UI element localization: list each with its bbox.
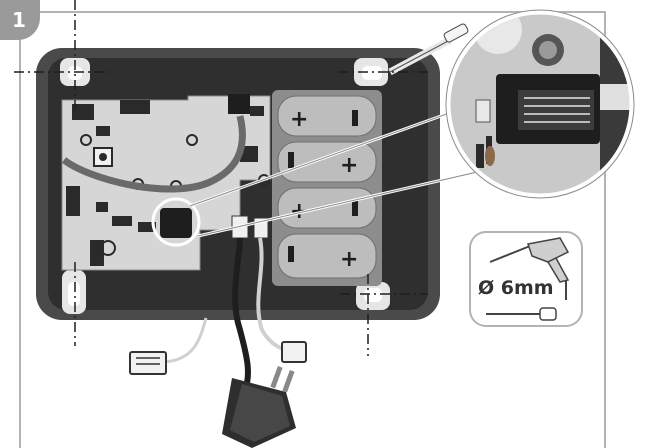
mount-hole-bottom-right [356, 282, 390, 310]
battery-compartment: + + + + [272, 90, 382, 286]
step-badge: 1 [0, 0, 40, 40]
battery-terminal [288, 152, 294, 168]
cables [129, 237, 307, 448]
screwdriver-top [388, 23, 469, 76]
zoom-line-upper-outline [189, 101, 481, 207]
battery-terminal [288, 246, 294, 262]
handset-cable [163, 317, 208, 364]
drill-size-label: Ø 6mm [478, 277, 554, 299]
zoom-rj-socket [496, 74, 600, 144]
battery-3: + [277, 187, 377, 229]
battery-1: + [277, 95, 377, 137]
battery-1-polarity-left: + [290, 107, 308, 132]
power-adapter [222, 365, 296, 448]
battery-2: + [277, 141, 377, 183]
drill-guide-lines [14, 0, 430, 356]
battery-4-polarity-right: + [340, 247, 358, 272]
zoom-line-lower-outline [197, 169, 487, 237]
drill-callout: Ø 6mm [469, 231, 583, 327]
rj11-plug-left [129, 351, 167, 375]
drill-icon [489, 237, 570, 300]
ribbon-cable [61, 115, 246, 193]
circuit-board [61, 95, 271, 271]
rj11-plug-right [281, 341, 307, 363]
mount-hole-bottom-left [62, 270, 86, 314]
screwdriver-icon [486, 307, 557, 321]
step-frame [20, 11, 606, 448]
ribbon-connector [228, 94, 250, 114]
battery-2-polarity-right: + [340, 153, 358, 178]
socket-highlight-circle [151, 197, 201, 247]
phone-socket [160, 208, 192, 238]
battery-4: + [277, 233, 377, 279]
step-number: 1 [12, 8, 26, 32]
power-cable [232, 237, 251, 389]
battery-terminal [352, 200, 358, 216]
zoom-detail [445, 9, 635, 199]
base-unit: + + + + [36, 48, 440, 320]
mount-hole-top-right [354, 58, 388, 86]
battery-terminal [352, 110, 358, 126]
